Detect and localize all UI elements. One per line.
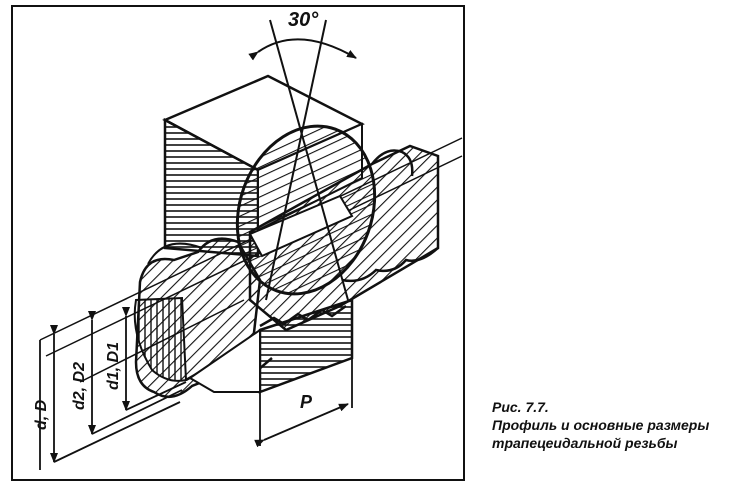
angle-label: 30°	[288, 9, 319, 31]
dim-inner-label: d1, D1	[105, 342, 122, 390]
pitch-dimension	[254, 358, 353, 448]
dim-outer-label: d, D	[33, 399, 50, 430]
cross-section-circle	[235, 124, 377, 296]
diameter-dimensions	[39, 307, 187, 470]
caption-line-2: трапецеидальной резьбы	[492, 435, 678, 451]
angle-arc	[248, 38, 357, 61]
caption-title: Рис. 7.7.	[492, 399, 549, 415]
pitch-label: P	[300, 392, 313, 412]
angle-lines	[265, 19, 349, 301]
caption-line-1: Профиль и основные размеры	[492, 417, 710, 433]
figure-frame	[11, 5, 465, 481]
dim-pitch-label: d2, D2	[71, 362, 88, 410]
figure-caption: Рис. 7.7. Профиль и основные размеры тра…	[492, 398, 742, 452]
